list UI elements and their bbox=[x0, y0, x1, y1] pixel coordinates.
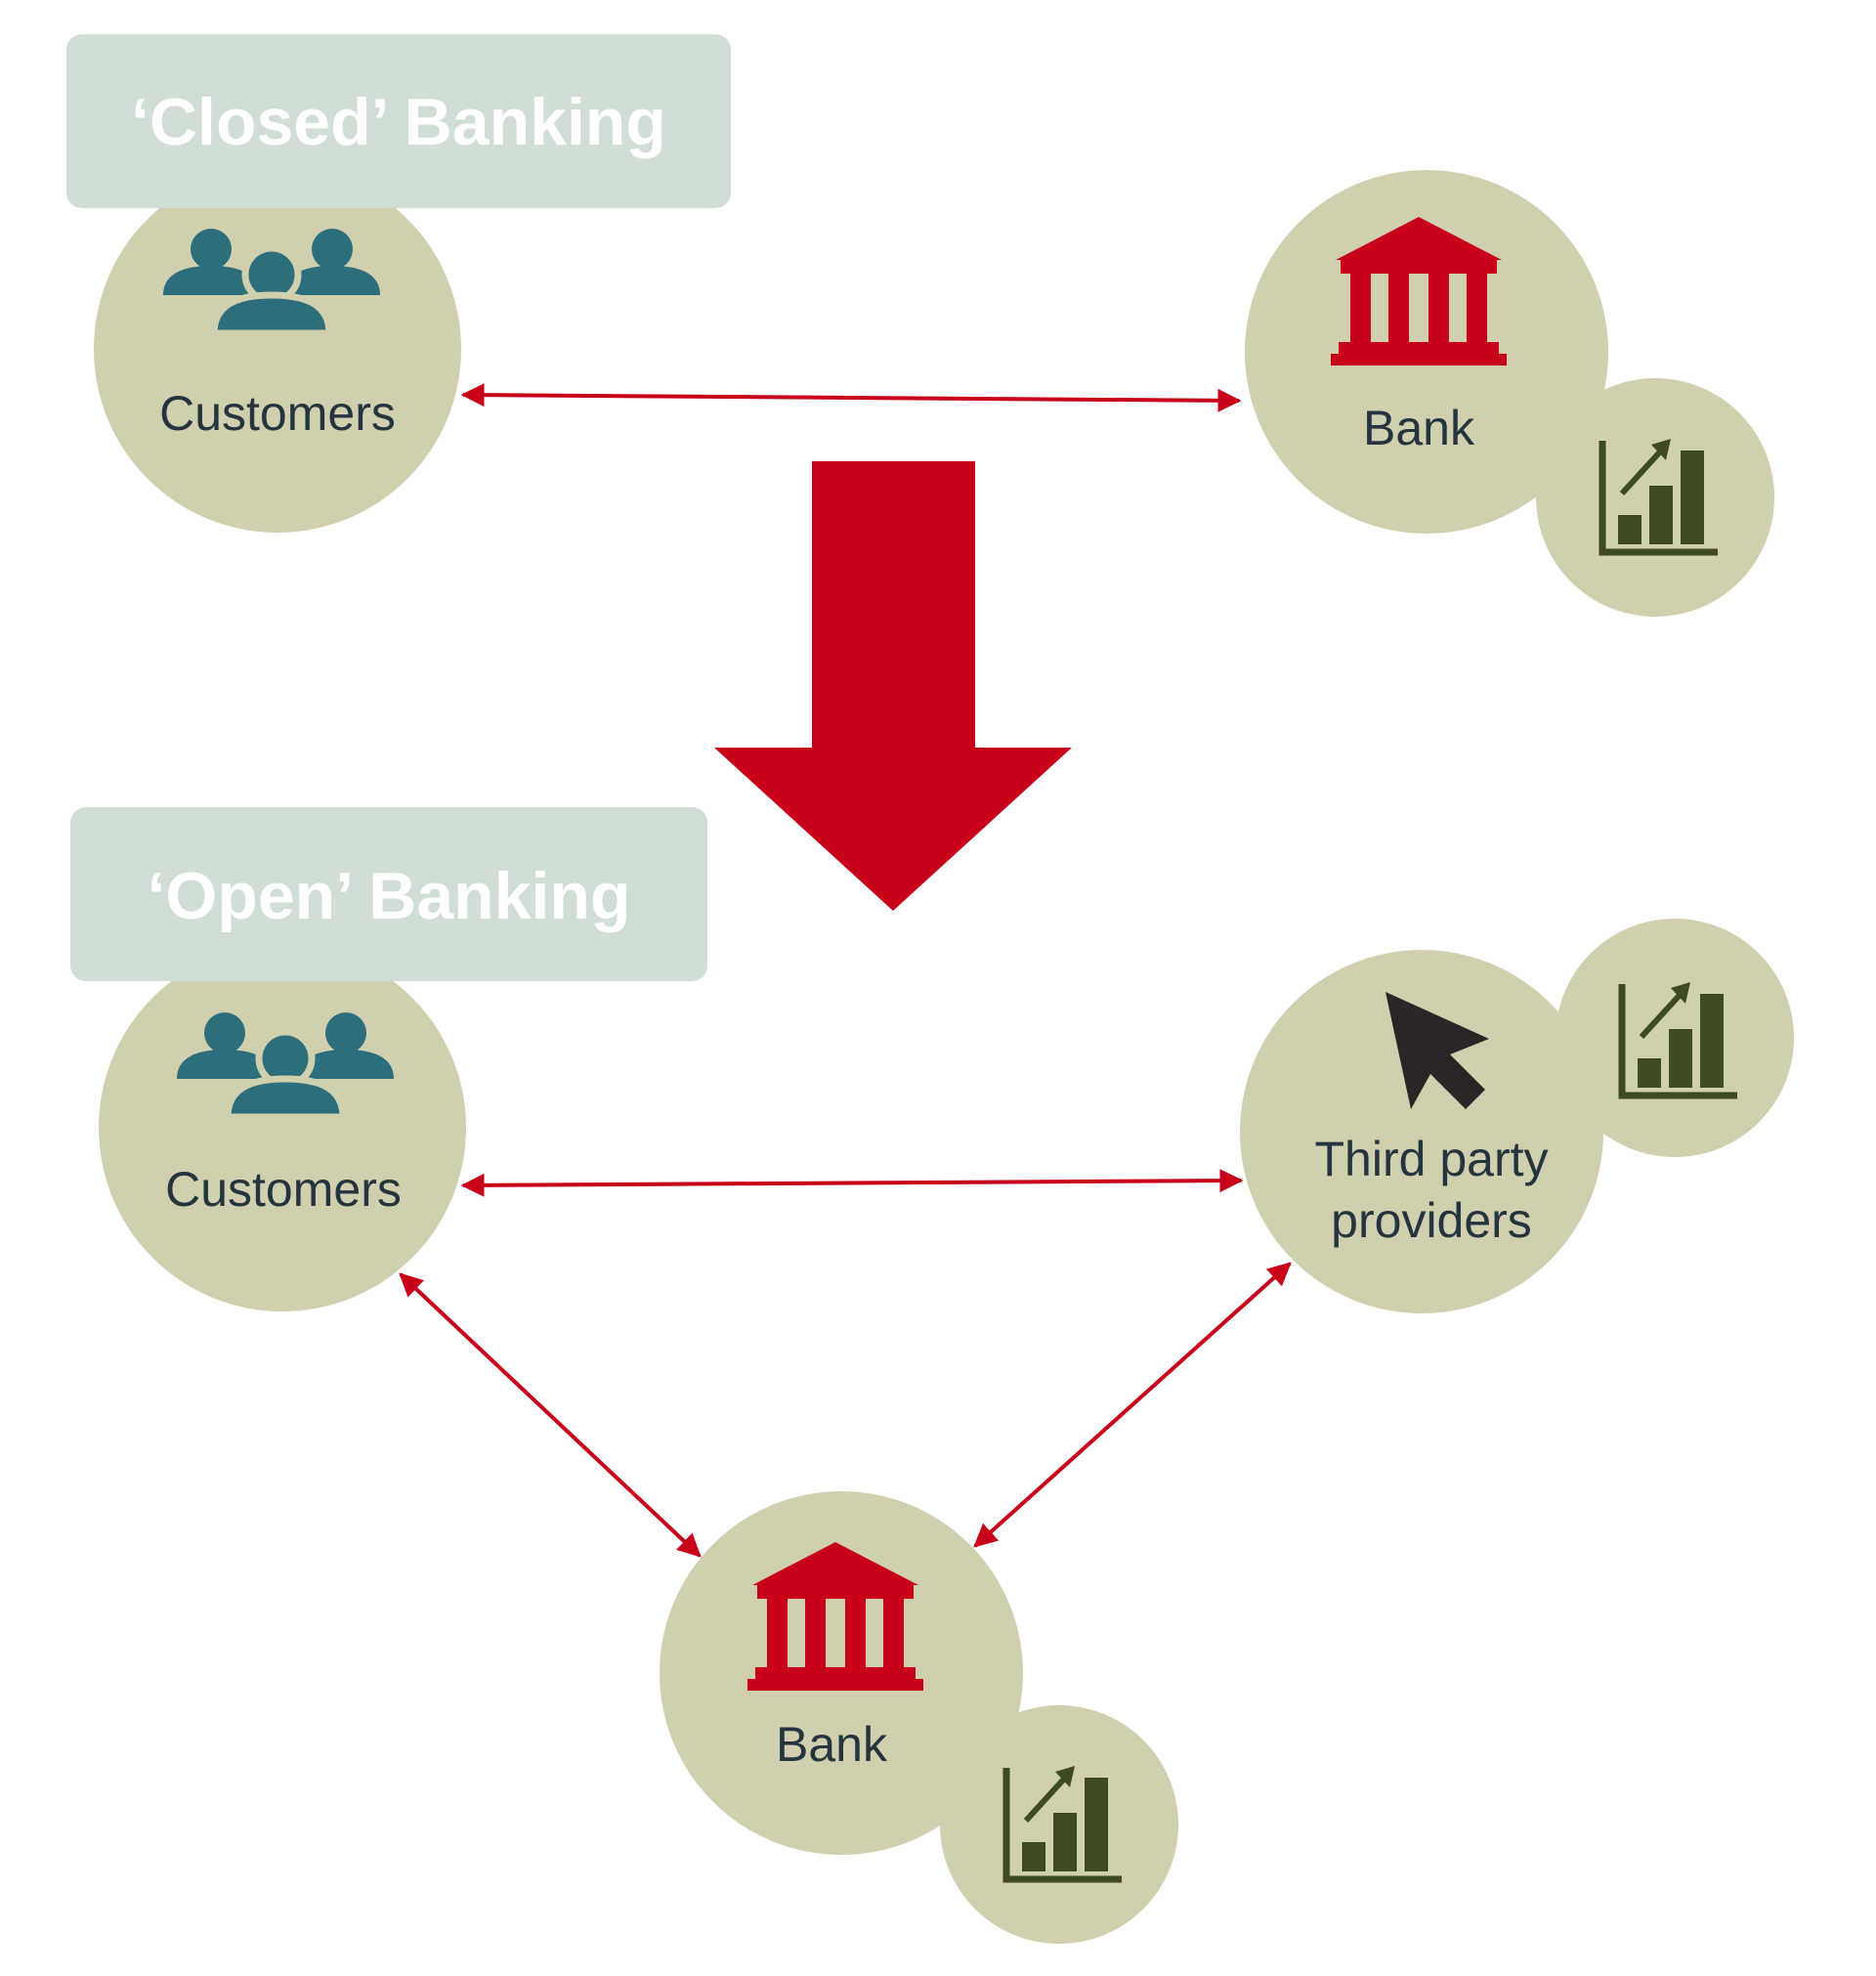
closed-banking-title-box: ‘Closed’ Banking bbox=[66, 34, 731, 208]
open-bank-growth-badge bbox=[940, 1705, 1178, 1944]
open-bank-node: Bank bbox=[660, 1491, 1023, 1855]
open-customers-tpp-connector bbox=[460, 1169, 1244, 1197]
open-tpp-growth-badge bbox=[1556, 919, 1794, 1157]
closed-bank-node: Bank bbox=[1245, 170, 1608, 534]
closed-customers-bank-connector bbox=[460, 383, 1242, 412]
closed-bank-label: Bank bbox=[1363, 401, 1475, 455]
closed-banking-section: Customers Bank ‘Closed’ Banking bbox=[66, 34, 1774, 617]
transition-down-arrow bbox=[714, 461, 1072, 911]
open-banking-title-box: ‘Open’ Banking bbox=[70, 807, 707, 981]
open-tpp-label-line2: providers bbox=[1331, 1193, 1532, 1248]
open-tpp-label-line1: Third party bbox=[1315, 1132, 1549, 1186]
closed-customers-node: Customers bbox=[94, 165, 461, 533]
open-banking-title: ‘Open’ Banking bbox=[148, 859, 631, 933]
open-customers-label: Customers bbox=[165, 1162, 402, 1217]
open-tpp-node: Third party providers bbox=[1240, 950, 1603, 1313]
closed-bank-growth-badge bbox=[1536, 378, 1774, 617]
open-customers-bank-connector bbox=[399, 1272, 702, 1558]
closed-customers-label: Customers bbox=[159, 386, 396, 441]
open-bank-label: Bank bbox=[776, 1717, 888, 1772]
closed-banking-title: ‘Closed’ Banking bbox=[131, 85, 666, 159]
open-customers-node: Customers bbox=[99, 944, 466, 1311]
open-banking-section: Customers Third party providers Bank ‘Op… bbox=[70, 807, 1794, 1944]
open-tpp-bank-connector bbox=[973, 1262, 1292, 1548]
